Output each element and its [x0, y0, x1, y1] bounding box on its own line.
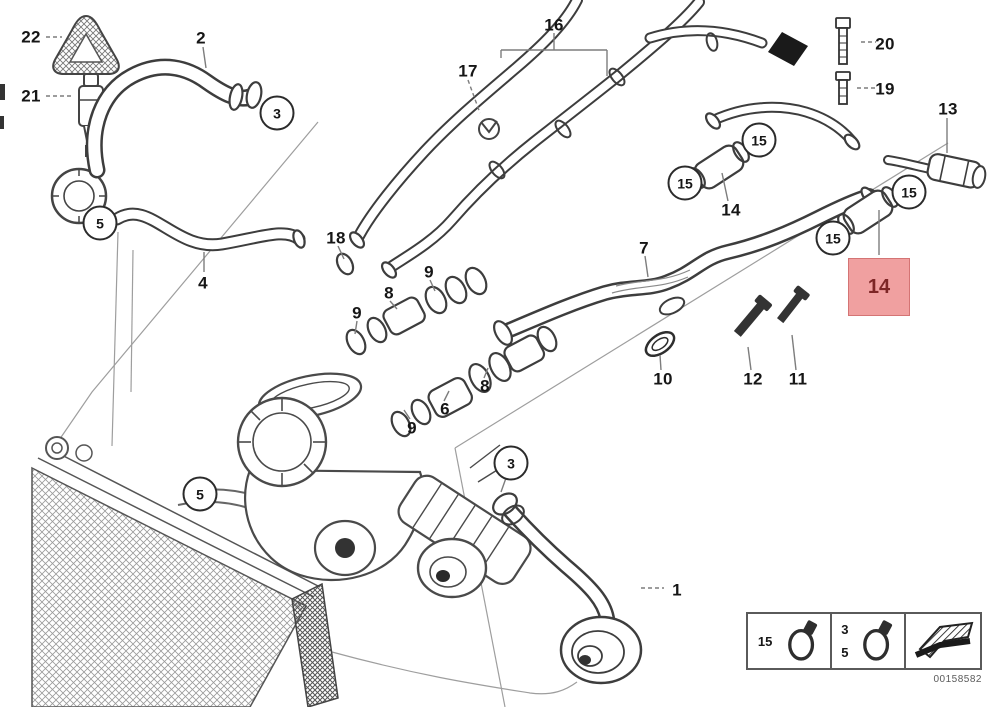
callout-2: 2	[196, 28, 206, 48]
callout-7: 7	[639, 238, 649, 258]
callout-14: 14	[848, 258, 910, 316]
legend-label-15: 15	[757, 633, 773, 649]
water-pipe-part-7	[493, 186, 878, 346]
legend-cell-15: 15	[748, 614, 830, 668]
cap-part-22	[52, 14, 120, 75]
pipe-with-black-fitting	[644, 25, 808, 66]
water-pump-thermostat-drawing	[236, 372, 532, 599]
callout-20: 20	[875, 34, 895, 54]
callout-3: 3	[259, 95, 295, 131]
legend-label-5: 5	[841, 645, 849, 660]
callout-4: 4	[198, 273, 208, 293]
oring-connector-rows	[345, 266, 558, 438]
hose-clamp-icon	[862, 620, 892, 661]
hose-part-13	[926, 153, 987, 189]
water-pipe-right-run	[704, 101, 935, 174]
clamp-size-legend: 15 3 5	[746, 612, 982, 670]
callout-9: 9	[407, 418, 417, 438]
callout-15: 15	[891, 174, 927, 210]
callout-10: 10	[653, 369, 673, 389]
legend-cell-3-5: 3 5	[830, 614, 904, 668]
hose-part-2	[85, 58, 263, 179]
callout-19: 19	[875, 79, 895, 99]
hose-end-icon	[914, 621, 974, 659]
callout-22: 22	[21, 27, 41, 47]
hose-clamp-icon	[788, 620, 818, 661]
bolt-part-11	[776, 285, 810, 324]
callout-17: 17	[458, 61, 478, 81]
clip-part-17	[478, 118, 500, 140]
callout-3: 3	[493, 445, 529, 481]
callout-9: 9	[352, 303, 362, 323]
callout-15: 15	[667, 165, 703, 201]
water-pipe-part-16	[348, 0, 705, 279]
oring-part-18	[335, 252, 355, 276]
callout-21: 21	[21, 86, 41, 106]
legend-cell-direction	[904, 614, 980, 668]
callout-1: 1	[672, 580, 682, 600]
bolt-part-20	[835, 17, 851, 65]
callout-14: 14	[721, 200, 741, 220]
image-id-number: 00158582	[933, 674, 982, 685]
edge-cut-marks	[0, 84, 5, 129]
callout-6: 6	[440, 399, 450, 419]
legend-label-3: 3	[841, 622, 849, 637]
callout-15: 15	[815, 220, 851, 256]
callout-13: 13	[938, 99, 958, 119]
hose-part-1	[492, 492, 643, 685]
gasket-part-10	[644, 330, 676, 358]
bolt-part-12	[733, 294, 772, 337]
bolt-part-19	[835, 71, 851, 105]
callout-8: 8	[384, 283, 394, 303]
callout-16: 16	[544, 15, 564, 35]
callout-8: 8	[480, 376, 490, 396]
callout-5: 5	[182, 476, 218, 512]
hose-part-4	[110, 207, 306, 252]
callout-15: 15	[741, 122, 777, 158]
callout-5: 5	[82, 205, 118, 241]
callout-12: 12	[743, 369, 763, 389]
leader-lines	[46, 33, 948, 589]
callout-18: 18	[326, 228, 346, 248]
callout-11: 11	[788, 369, 808, 389]
callout-9: 9	[424, 262, 434, 282]
